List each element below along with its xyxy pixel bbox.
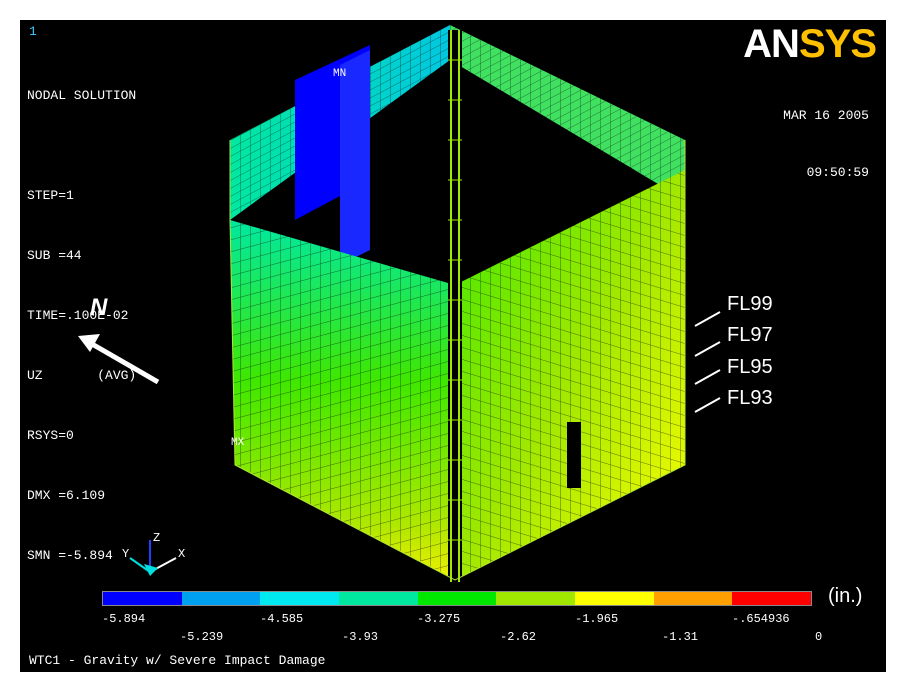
solution-info: NODAL SOLUTION STEP=1 SUB =44 TIME=.100E…	[27, 46, 136, 606]
legend-tick: -3.275	[417, 612, 461, 626]
floor-label-fl93: FL93	[727, 387, 773, 409]
damage-opening	[567, 422, 581, 488]
legend-tick: -5.894	[102, 612, 146, 626]
max-marker: MX	[231, 437, 245, 449]
logo-part-1: AN	[743, 22, 800, 66]
timestamp: MAR 16 2005 09:50:59	[783, 68, 869, 220]
info-line: NODAL SOLUTION	[27, 88, 137, 103]
legend-tick: -5.239	[180, 630, 224, 644]
legend-tick: -3.93	[342, 630, 379, 644]
ansys-logo: ANSYS	[743, 22, 877, 66]
logo-part-2: SYS	[798, 22, 877, 66]
north-label: N	[90, 294, 108, 321]
floor-label-fl97: FL97	[727, 324, 773, 346]
ansys-graphics-window: 1 NODAL SOLUTION STEP=1 SUB =44 TIME=.10…	[20, 20, 886, 672]
legend-tick: -4.585	[260, 612, 304, 626]
floor-label-fl99: FL99	[727, 293, 773, 315]
info-line: UZ (AVG)	[27, 368, 137, 383]
time-text: 09:50:59	[806, 165, 869, 180]
axis-z-label: Z	[153, 531, 161, 545]
legend-swatch	[653, 592, 733, 605]
legend-swatch	[103, 592, 182, 605]
legend-tick: -2.62	[500, 630, 537, 644]
legend-swatch	[260, 592, 340, 605]
legend-tick: -1.31	[662, 630, 699, 644]
color-legend	[102, 591, 812, 606]
axis-y-label: Y	[122, 547, 130, 561]
legend-tick: -.654936	[732, 612, 790, 626]
axis-x-label: X	[178, 547, 186, 561]
north-arrow-icon	[78, 334, 160, 385]
tower-mesh-model	[78, 25, 721, 582]
legend-swatch	[181, 592, 261, 605]
plot-title: WTC1 - Gravity w/ Severe Impact Damage	[29, 653, 326, 668]
legend-swatch	[732, 592, 812, 605]
floor-label-fl95: FL95	[727, 356, 773, 378]
legend-swatch	[417, 592, 497, 605]
min-marker: MN	[333, 68, 347, 80]
legend-swatch	[496, 592, 576, 605]
legend-tick: 0	[815, 630, 823, 644]
info-line: STEP=1	[27, 188, 74, 203]
info-line: SUB =44	[27, 248, 82, 263]
window-number: 1	[29, 24, 37, 39]
floor-leader-lines	[694, 311, 721, 413]
info-line: SMN =-5.894	[27, 548, 113, 563]
legend-swatch	[339, 592, 418, 605]
legend-swatch	[575, 592, 654, 605]
info-line: RSYS=0	[27, 428, 74, 443]
info-line: DMX =6.109	[27, 488, 106, 503]
legend-unit: (in.)	[828, 585, 863, 607]
date-text: MAR 16 2005	[783, 108, 869, 123]
info-line: TIME=.100E-02	[27, 308, 129, 323]
legend-tick: -1.965	[575, 612, 619, 626]
axis-triad-icon	[129, 540, 177, 576]
